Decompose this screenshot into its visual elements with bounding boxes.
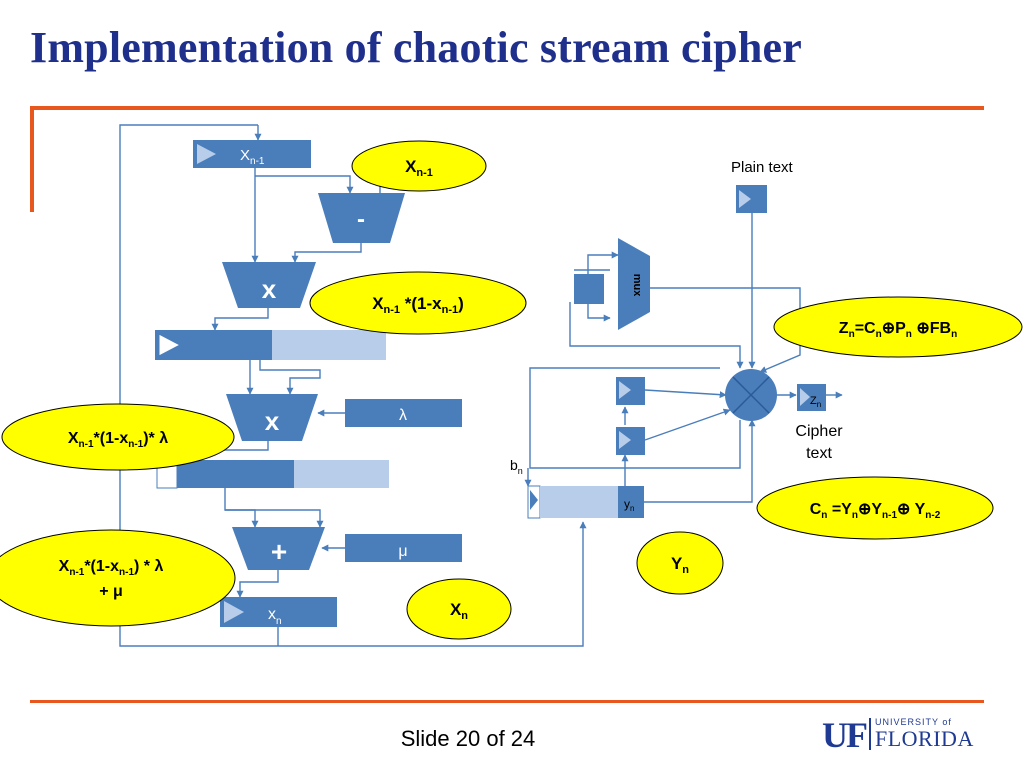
add-symbol: +	[271, 536, 287, 567]
product-register-1	[155, 330, 386, 360]
mux-label: mux	[631, 274, 643, 298]
callout-x-lambda-mu: Xn-1*(1-xn-1) * λ + μ	[0, 529, 236, 627]
slide-title: Implementation of chaotic stream cipher	[30, 23, 802, 72]
callout-zn-equation: Zn=Cn⊕Pn ⊕FBn	[773, 296, 1023, 358]
zn-label: Zn	[810, 395, 821, 409]
multiply-operator-2: x	[226, 394, 318, 441]
left-accent-bar	[30, 106, 34, 212]
callout-yn: Yn	[636, 531, 724, 595]
register-x-prev-label: Xn-1	[240, 147, 265, 167]
delay-register-2	[616, 427, 645, 455]
callout-x-times: Xn-1 *(1-xn-1)	[309, 271, 527, 335]
plain-text-register: Plain text	[731, 159, 794, 213]
svg-text:Zn=Cn⊕Pn ⊕FBn: Zn=Cn⊕Pn ⊕FBn	[839, 320, 957, 340]
zn-register: Zn	[797, 384, 826, 411]
callout-xn: Xn	[406, 578, 512, 640]
bn-label: bn	[510, 457, 523, 476]
xor-operator	[725, 369, 777, 421]
callout-x-prev: Xn-1	[351, 140, 487, 192]
subtract-operator: -	[318, 193, 405, 243]
svg-text:+ μ: + μ	[99, 583, 123, 600]
subtract-symbol: -	[357, 206, 365, 233]
uf-logo-top-line: UNIVERSITY of	[875, 717, 952, 727]
slide-footer: Slide 20 of 24	[400, 726, 536, 751]
lambda-label: λ	[399, 407, 407, 424]
product-register-2	[156, 459, 389, 489]
multiply-symbol-2: x	[265, 406, 280, 436]
svg-text:Yn: Yn	[671, 554, 689, 576]
svg-text:Xn-1*(1-xn-1)* λ: Xn-1*(1-xn-1)* λ	[68, 430, 168, 450]
register-xn: xn	[220, 597, 337, 627]
footer-rule	[30, 700, 984, 703]
svg-text:Xn-1*(1-xn-1) * λ: Xn-1*(1-xn-1) * λ	[59, 558, 164, 578]
mu-register: μ	[345, 534, 462, 562]
add-operator: +	[232, 527, 325, 570]
uf-logo-mark: UF	[822, 715, 868, 755]
plain-text-label: Plain text	[731, 159, 794, 176]
mux: mux	[574, 238, 650, 330]
cipher-text-label-1: Cipher	[795, 423, 843, 440]
wires	[119, 124, 843, 647]
uf-logo-bottom-line: FLORIDA	[875, 726, 974, 751]
mu-label: μ	[398, 543, 407, 560]
title-underline	[30, 106, 984, 110]
callout-cn-equation: Cn =Yn⊕Yn-1⊕ Yn-2	[756, 476, 994, 540]
multiply-symbol-1: x	[262, 274, 277, 304]
delay-register-1	[616, 377, 645, 405]
register-x-prev: Xn-1	[193, 140, 311, 168]
uf-logo: UF UNIVERSITY of FLORIDA	[822, 715, 982, 755]
bn-yn-register: bn yn	[510, 457, 644, 519]
callout-x-lambda: Xn-1*(1-xn-1)* λ	[1, 403, 235, 471]
svg-text:Xn-1: Xn-1	[405, 157, 433, 179]
svg-text:Xn-1 *(1-xn-1): Xn-1 *(1-xn-1)	[372, 294, 464, 316]
lambda-register: λ	[345, 399, 462, 427]
uf-logo-separator	[869, 718, 871, 750]
svg-text:Cn =Yn⊕Yn-1⊕ Yn-2: Cn =Yn⊕Yn-1⊕ Yn-2	[810, 501, 941, 521]
multiply-operator-1: x	[222, 262, 316, 308]
svg-text:Xn: Xn	[450, 600, 468, 622]
cipher-text-label-2: text	[806, 445, 832, 462]
yn-label: yn	[624, 497, 634, 513]
register-xn-label: xn	[268, 606, 282, 627]
